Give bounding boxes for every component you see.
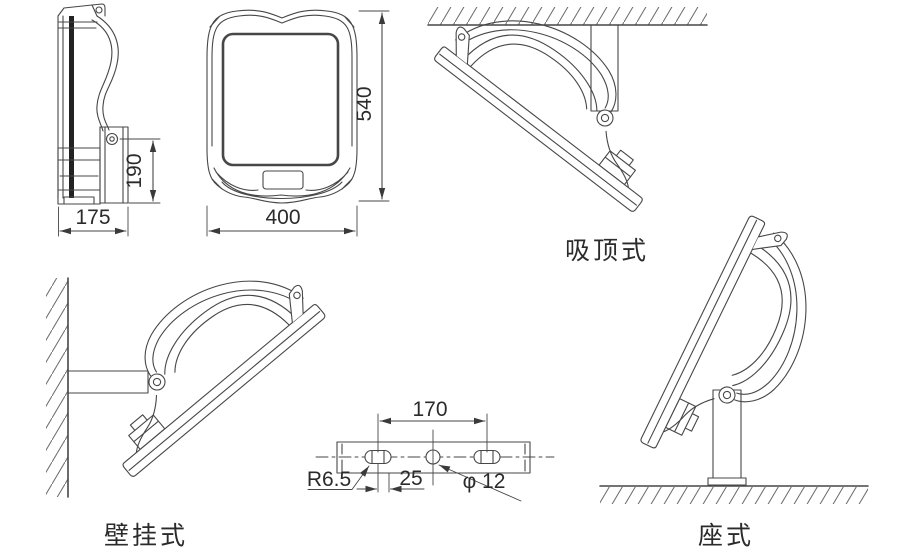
caption-pedestal-mount: 座式	[698, 522, 754, 550]
dimension-slot-offset: 25	[356, 463, 425, 493]
side-pivot-hole-inner	[109, 136, 115, 142]
side-lower-housing-lines	[57, 159, 101, 205]
center-hole-label: φ 12	[463, 470, 506, 493]
side-pivot-hole	[105, 132, 119, 146]
bracket-end-ticks	[341, 443, 526, 472]
front-bottom-decor	[213, 167, 351, 200]
front-view: 540 400	[206, 9, 390, 237]
wall-mounting-arm	[67, 370, 149, 394]
dim-label-width: 400	[265, 206, 300, 229]
dim-label-depth: 175	[75, 206, 110, 229]
dim-label-hole-spacing: 170	[412, 398, 447, 421]
dim-label-slot-offset: 25	[399, 467, 422, 490]
side-top-screw	[95, 6, 103, 14]
leader-slot-radius: R6.5	[307, 465, 370, 491]
caption-wall-mount: 壁挂式	[104, 522, 188, 550]
wall-mount-view: 壁挂式	[46, 236, 327, 550]
pedestal-mount-view: 座式	[599, 214, 869, 550]
ground-hatch	[600, 487, 868, 504]
front-inner-shell	[211, 14, 353, 147]
dim-label-bracket-height: 190	[123, 153, 146, 188]
side-front-rim	[57, 15, 64, 199]
front-outer-shell	[206, 9, 358, 204]
floodlight-ceiling	[432, 0, 697, 214]
side-bracket-lines	[104, 126, 124, 204]
bracket-slot-left-ticks	[371, 449, 385, 465]
bracket-plate	[336, 441, 531, 474]
dimension-bracket-height: 190	[119, 138, 161, 204]
side-back-curve-inner	[91, 19, 113, 132]
floodlight-wall	[65, 236, 327, 479]
bracket-detail-view: 170 25 R6.5 φ 12	[307, 398, 555, 502]
wall-hatch	[46, 278, 68, 497]
front-corner-ticks	[209, 16, 355, 190]
dimension-height: 540	[353, 10, 390, 202]
dimension-width: 400	[206, 205, 358, 237]
dimension-hole-spacing: 170	[377, 398, 488, 453]
side-view: 190 175	[57, 3, 161, 237]
side-lens-bar	[69, 16, 74, 198]
dim-label-height: 540	[353, 86, 376, 121]
leader-center-hole: φ 12	[438, 464, 522, 502]
dimension-depth: 175	[58, 206, 129, 237]
bracket-slot-left	[364, 449, 392, 465]
slot-radius-label: R6.5	[307, 468, 351, 491]
side-back-curve	[96, 15, 119, 131]
front-glass-panel	[221, 32, 340, 167]
pedestal-base	[707, 477, 747, 486]
bracket-slot-right-ticks	[480, 449, 494, 465]
bracket-slot-right	[473, 449, 501, 465]
front-name-plate	[262, 170, 304, 190]
ceiling-hatch	[428, 7, 707, 25]
side-lower-housing	[57, 147, 101, 205]
side-top-cap	[57, 3, 106, 29]
ceiling-mount-view: 吸顶式	[427, 0, 708, 265]
caption-ceiling-mount: 吸顶式	[565, 237, 649, 265]
